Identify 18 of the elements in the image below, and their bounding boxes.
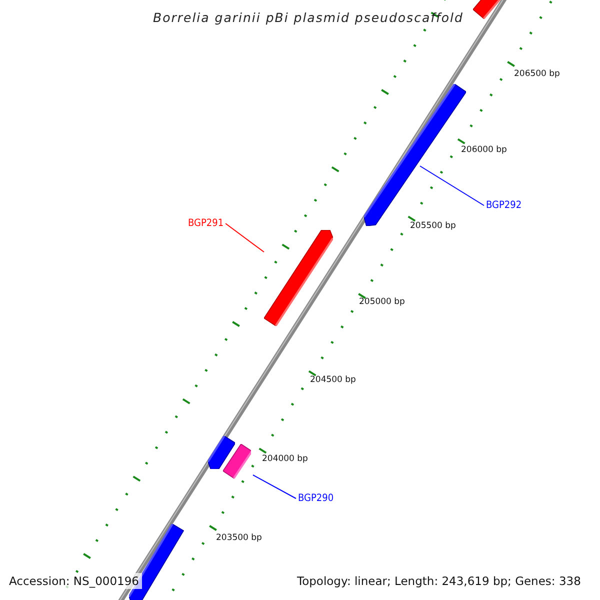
gene-arrow: [222, 444, 252, 479]
leader-line: [420, 166, 484, 206]
gene-label: BGP291: [188, 218, 224, 229]
accession-text: Accession: NS_000196: [6, 573, 142, 589]
tick-label: 204000 bp: [262, 454, 308, 464]
gene-label: BGP290: [298, 493, 334, 504]
tick-label: 204500 bp: [310, 375, 356, 385]
map-title: Borrelia garinii pBi plasmid pseudoscaffold: [153, 10, 464, 25]
gene-label: BGP292: [486, 200, 522, 211]
tick-label: 206000 bp: [461, 145, 507, 155]
tick-label: 205000 bp: [359, 297, 405, 307]
leader-line: [225, 223, 264, 252]
tick-label: 203500 bp: [216, 533, 262, 543]
tick-label: 206500 bp: [514, 69, 560, 79]
gene-arrow: [264, 230, 334, 326]
leader-line: [252, 474, 296, 499]
gene-arrow: [208, 436, 236, 469]
tick-label: 205500 bp: [410, 221, 456, 231]
